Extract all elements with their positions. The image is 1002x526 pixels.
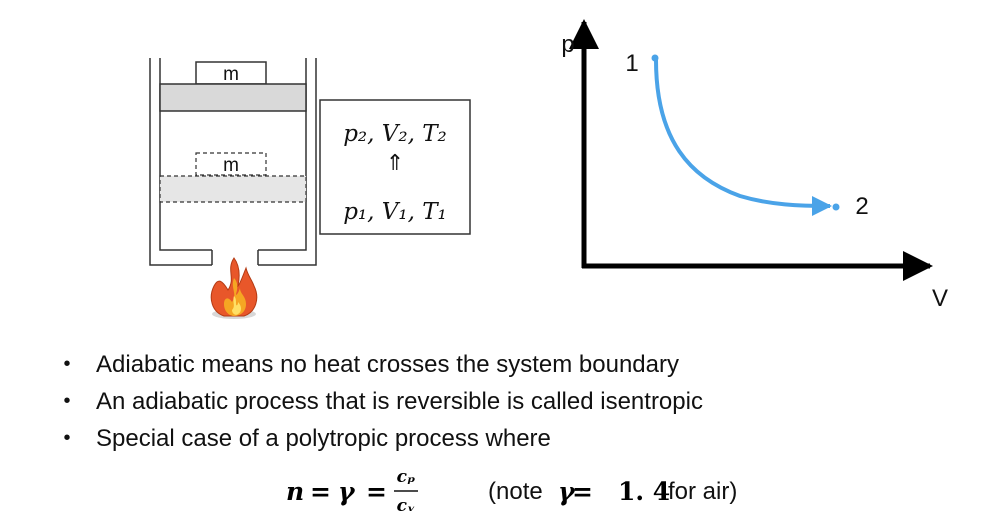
- bullet-item: • An adiabatic process that is reversibl…: [60, 383, 960, 420]
- bullet-text: Special case of a polytropic process whe…: [96, 425, 551, 452]
- formula-note-equals: =: [572, 477, 593, 506]
- mass-label-top: m: [223, 64, 239, 85]
- piston-top: [159, 83, 307, 112]
- formula-denominator: cᵥ: [397, 496, 416, 516]
- piston-cylinder-diagram: m m p₂, V₂, T₂ ⇑ p₁, V₁, T₁: [149, 58, 471, 319]
- formula-note-open: (note: [488, 478, 543, 505]
- state-point-1-label: 1: [625, 50, 638, 77]
- cylinder-base: [151, 251, 212, 264]
- formula: n = γ = cₚ cᵥ (note γ = 1. 4 for air): [286, 467, 737, 516]
- mass-label-initial: m: [223, 155, 239, 176]
- formula-n: n: [286, 477, 304, 506]
- bullet-text: Adiabatic means no heat crosses the syst…: [96, 351, 679, 378]
- state-point-2: [832, 203, 840, 211]
- cylinder-inner-wall: [159, 58, 307, 251]
- flame-icon: [210, 257, 258, 319]
- state-final-label: p₂, V₂, T₂: [343, 121, 447, 147]
- bullet-list: • Adiabatic means no heat crosses the sy…: [60, 346, 960, 457]
- adiabatic-process-curve: [654, 59, 832, 216]
- state-point-1: [651, 54, 659, 62]
- bullet-dot-icon: •: [63, 390, 71, 412]
- bullet-dot-icon: •: [63, 353, 71, 375]
- piston-initial: [159, 175, 307, 203]
- state-initial-label: p₁, V₁, T₁: [343, 199, 447, 225]
- bullet-item: • Adiabatic means no heat crosses the sy…: [60, 346, 960, 383]
- state-transition-arrow: ⇑: [386, 150, 404, 175]
- formula-numerator: cₚ: [397, 467, 416, 487]
- pv-diagram: p V 1 2: [561, 19, 948, 312]
- pressure-axis-label: p: [561, 31, 574, 58]
- formula-note-gamma: γ: [558, 477, 576, 506]
- volume-axis-label: V: [932, 285, 948, 312]
- formula-note-close: for air): [668, 478, 737, 505]
- formula-note-value: 1. 4: [618, 477, 670, 506]
- state-box: [319, 99, 471, 235]
- cylinder-outer-wall: [149, 58, 317, 266]
- bullet-item: • Special case of a polytropic process w…: [60, 420, 960, 457]
- state-point-2-label: 2: [855, 193, 868, 220]
- bullet-dot-icon: •: [63, 427, 71, 449]
- formula-equals-2: =: [366, 477, 387, 506]
- mass-block-initial: [195, 152, 267, 176]
- formula-gamma: γ: [338, 477, 356, 506]
- formula-equals-1: =: [310, 477, 331, 506]
- bullet-text: An adiabatic process that is reversible …: [96, 388, 703, 415]
